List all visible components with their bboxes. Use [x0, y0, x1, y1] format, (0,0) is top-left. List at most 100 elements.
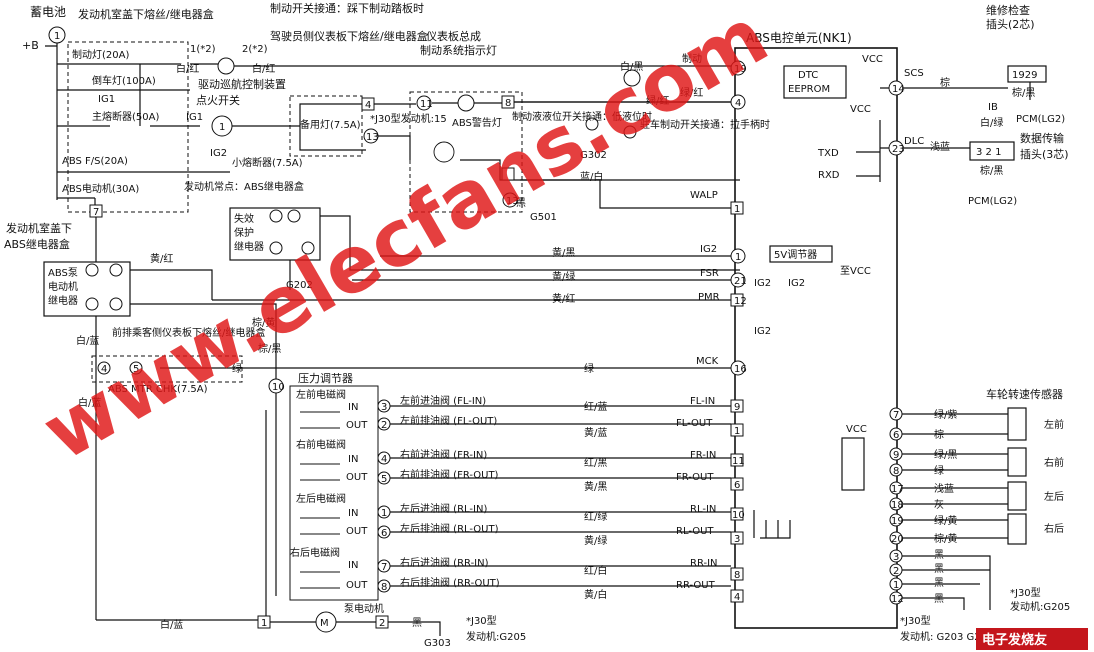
5v-regulator: [769, 245, 833, 263]
svg-text:棕/黑: 棕/黑: [1012, 86, 1035, 99]
svg-text:7: 7: [93, 207, 99, 218]
svg-text:黄/白: 黄/白: [584, 588, 607, 601]
wheel-sensor-rr: 右后: [1007, 513, 1064, 545]
modulator-section: 压力调节器 10 左前电磁阀 IN OUT 3 2 左前进油阀 (FL-IN) …: [96, 372, 791, 649]
svg-text:黄/黑: 黄/黑: [584, 480, 607, 493]
valve-group-rl: 左后电磁阀 IN OUT 1 6 左后进油阀 (RL-IN) 左后排油阀 (RL…: [296, 492, 745, 547]
svg-text:2: 2: [379, 618, 385, 629]
g302-label: G302: [580, 150, 607, 161]
svg-text:PCM(LG2): PCM(LG2): [1016, 114, 1065, 125]
abs-warning-lamp-label: ABS警告灯: [452, 116, 502, 129]
svg-text:白/绿: 白/绿: [980, 116, 1003, 129]
modulator-box: [289, 385, 379, 601]
svg-text:黄/红: 黄/红: [552, 292, 575, 305]
ecu-pin-mck: MCK: [696, 356, 719, 367]
ecu-pin-pmr: PMR: [698, 292, 720, 303]
svg-text:1: 1: [734, 204, 740, 215]
svg-text:4: 4: [381, 454, 387, 465]
n2-label: 2(*2): [242, 44, 268, 55]
ecu-pin-ig2: IG2: [700, 244, 717, 255]
svg-text:发动机:G205: 发动机:G205: [466, 630, 526, 643]
dlc-label: DLC: [904, 136, 924, 147]
svg-text:9: 9: [893, 450, 899, 461]
svg-text:RL-IN: RL-IN: [690, 504, 716, 515]
svg-text:红/白: 红/白: [584, 564, 607, 577]
svg-text:6: 6: [734, 480, 740, 491]
engine-fuse-box: [67, 41, 189, 213]
svg-text:8: 8: [505, 98, 511, 109]
svg-text:VCC: VCC: [846, 424, 867, 435]
svg-text:右后进油阀 (RR-IN): 右后进油阀 (RR-IN): [400, 556, 489, 569]
svg-text:FL-IN: FL-IN: [690, 396, 715, 407]
abs-fs-fuse-label: ABS F/S(20A): [62, 156, 128, 167]
fluid-switch-label: 制动液液位开关接通：低液位时: [512, 110, 652, 123]
svg-text:右后电磁阀: 右后电磁阀: [290, 546, 340, 559]
svg-text:3: 3: [734, 534, 740, 545]
backup-lamp-fuse-label: 倒车灯(100A): [92, 74, 156, 87]
svg-text:G303: G303: [424, 638, 451, 649]
svg-text:4: 4: [101, 364, 107, 375]
svg-text:失效: 失效: [234, 212, 254, 225]
svg-text:2: 2: [893, 566, 899, 577]
parking-switch-icon: [623, 125, 637, 139]
svg-text:数据传输: 数据传输: [1020, 131, 1064, 145]
svg-text:10: 10: [272, 382, 285, 393]
svg-text:插头(2芯): 插头(2芯): [986, 17, 1035, 31]
svg-text:泵电动机: 泵电动机: [344, 602, 384, 615]
valve-group-rr: 右后电磁阀 IN OUT 7 8 右后进油阀 (RR-IN) 右后排油阀 (RR…: [290, 546, 744, 603]
abs-lamp-icon: [457, 94, 475, 112]
svg-text:12: 12: [891, 594, 904, 605]
abs-motor-fuse-label: ABS电动机(30A): [62, 182, 139, 195]
svg-text:9: 9: [734, 402, 740, 413]
svg-text:ABS MTR CHK(7.5A): ABS MTR CHK(7.5A): [108, 384, 208, 395]
svg-text:IN: IN: [348, 560, 358, 571]
wheel-sensor-rl: 左后: [1007, 481, 1064, 511]
svg-text:14: 14: [892, 84, 905, 95]
svg-text:电子发烧友: 电子发烧友: [982, 632, 1047, 648]
svg-text:继电器: 继电器: [48, 294, 78, 307]
j30-note: *J30型发动机:15: [370, 112, 447, 125]
dtc-block: [783, 65, 847, 99]
svg-text:黑: 黑: [412, 617, 422, 629]
svg-text:黄/绿: 黄/绿: [552, 270, 575, 283]
svg-text:8: 8: [893, 466, 899, 477]
motor-relay-section: 发动机室盖下 ABS继电器盒 ABS泵 电动机 继电器 黄/红 棕/黄 棕/黑 …: [4, 221, 313, 620]
svg-text:1: 1: [893, 580, 899, 591]
svg-text:左后: 左后: [1044, 490, 1064, 503]
svg-text:右前电磁阀: 右前电磁阀: [296, 438, 346, 451]
svg-text:黄/红: 黄/红: [150, 252, 173, 265]
svg-text:5: 5: [133, 364, 139, 375]
svg-text:RR-IN: RR-IN: [690, 558, 718, 569]
svg-text:左前进油阀 (FL-IN): 左前进油阀 (FL-IN): [400, 394, 486, 407]
ig1-fuse-label: IG1: [98, 94, 115, 105]
svg-text:电动机: 电动机: [48, 280, 78, 293]
svg-text:OUT: OUT: [346, 420, 368, 431]
svg-text:棕: 棕: [940, 76, 950, 89]
svg-text:红/绿: 红/绿: [584, 510, 607, 523]
engine-relay-label: 发动机常点：ABS继电器盒: [184, 180, 304, 193]
svg-text:左前: 左前: [1044, 418, 1064, 431]
svg-text:黄/黑: 黄/黑: [552, 246, 575, 259]
svg-text:ABS泵: ABS泵: [48, 267, 78, 279]
indicator-section: 仪表板总成 制动系统指示灯 11 8 ABS警告灯 *J30型发动机:15 13…: [370, 29, 770, 223]
svg-text:4: 4: [365, 100, 371, 111]
svg-text:1929: 1929: [1012, 70, 1037, 81]
instrument-title-2: 制动系统指示灯: [420, 43, 497, 57]
wheel-sensor-section: 车轮转速传感器 VCC 7 6 9 8 17 18 19 20 绿/紫 棕 绿/…: [841, 387, 1070, 643]
svg-text:左后排油阀 (RL-OUT): 左后排油阀 (RL-OUT): [400, 522, 499, 535]
svg-text:黄/绿: 黄/绿: [584, 534, 607, 547]
svg-text:黑: 黑: [934, 563, 944, 575]
svg-text:PCM(LG2): PCM(LG2): [968, 196, 1017, 207]
svg-text:18: 18: [891, 500, 904, 511]
svg-text:1: 1: [735, 252, 741, 263]
svg-text:3 2 1: 3 2 1: [976, 147, 1001, 158]
svg-text:IN: IN: [348, 508, 358, 519]
n1-label: 1(*2): [190, 44, 216, 55]
svg-text:*J30型: *J30型: [466, 614, 497, 627]
battery-label: 蓄电池: [30, 5, 66, 19]
svg-text:1: 1: [219, 122, 225, 133]
data-link-connector: [969, 141, 1015, 161]
svg-text:16: 16: [734, 364, 747, 375]
svg-text:VCC: VCC: [862, 54, 883, 65]
svg-text:10: 10: [732, 510, 745, 521]
